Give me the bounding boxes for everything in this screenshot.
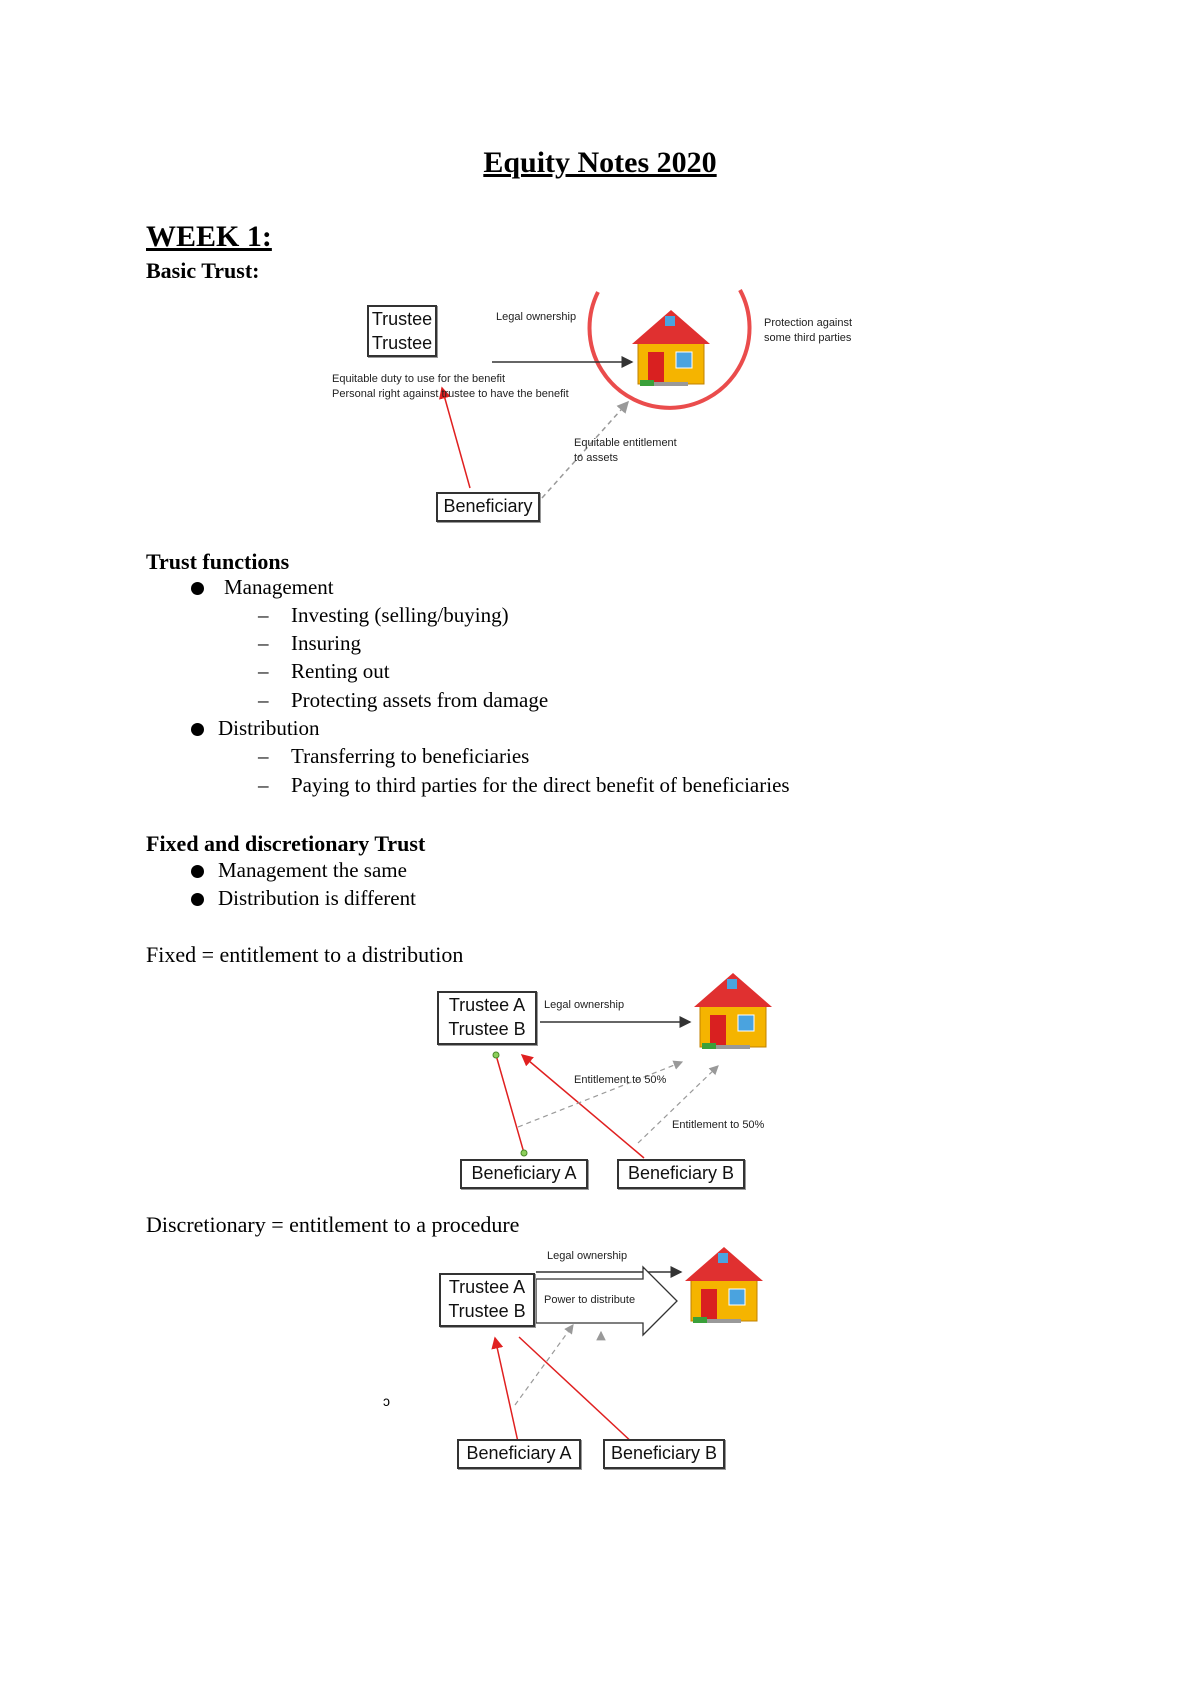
list-item-text: Paying to third parties for the direct b… — [291, 773, 790, 797]
discretionary-caption: Discretionary = entitlement to a procedu… — [146, 1212, 520, 1237]
protection-line-1: Protection against — [764, 317, 853, 329]
duty-line-2: Personal right against trustee to have t… — [332, 388, 569, 400]
entitlement-line-1: Equitable entitlement — [574, 437, 677, 449]
protection-line-2: some third parties — [764, 332, 852, 344]
bullet-dot — [191, 865, 204, 878]
equitable-duty-label: Equitable duty to use for the benefit Pe… — [332, 372, 569, 402]
house-icon — [694, 973, 772, 1049]
discretionary-trust-diagram: Trustee A Trustee B Legal ownership Powe… — [383, 1245, 795, 1480]
bullet-dot — [191, 582, 204, 595]
list-item: –Investing (selling/buying) — [258, 603, 509, 627]
bullet-dot — [191, 723, 204, 736]
list-item-text: Protecting assets from damage — [291, 688, 549, 712]
list-item-text: Investing (selling/buying) — [291, 603, 509, 627]
fixed-trust-arrows — [492, 973, 772, 1159]
beneficiary-b-box: Beneficiary B — [603, 1439, 725, 1469]
bullet-dot — [191, 893, 204, 906]
distribution-bullet: Distribution — [191, 716, 320, 741]
house-icon — [685, 1247, 763, 1323]
list-item-text: Insuring — [291, 631, 361, 655]
power-to-distribute-label: Power to distribute — [544, 1294, 636, 1306]
list-item-text: Renting out — [291, 659, 390, 683]
trustee-label-2: Trustee — [371, 333, 433, 353]
beneficiary-box: Beneficiary — [436, 492, 540, 522]
trustee-ab-box: Trustee A Trustee B — [439, 1273, 535, 1327]
legal-ownership-label: Legal ownership — [496, 311, 577, 323]
week-heading: WEEK 1: — [146, 220, 272, 253]
distribution-label: Distribution — [218, 716, 320, 740]
duty-line-1: Equitable duty to use for the benefit — [332, 373, 506, 385]
entitlement-a-label: Entitlement to 50% — [574, 1074, 667, 1086]
list-item: Distribution is different — [191, 886, 416, 911]
list-item-text: Management the same — [218, 858, 407, 882]
stray-mark: ɔ — [383, 1393, 390, 1409]
trustee-a-label: Trustee A — [448, 1277, 526, 1297]
entitlement-b-label: Entitlement to 50% — [672, 1119, 765, 1131]
trustee-label-1: Trustee — [371, 309, 433, 329]
list-item-text: Transferring to beneficiaries — [291, 744, 530, 768]
list-item: –Insuring — [258, 631, 361, 655]
list-item: –Transferring to beneficiaries — [258, 744, 530, 768]
beneficiary-a-box: Beneficiary A — [460, 1159, 588, 1189]
entitlement-line-2: to assets — [574, 452, 619, 464]
page-title: Equity Notes 2020 — [483, 146, 717, 179]
basic-trust-diagram: Trustee Trustee Legal ownership Protecti… — [320, 280, 920, 525]
trustee-box: Trustee Trustee — [367, 305, 437, 357]
trustee-ab-box: Trustee A Trustee B — [437, 991, 537, 1045]
trust-functions-heading: Trust functions — [146, 549, 290, 574]
protection-label: Protection against some third parties — [764, 316, 852, 346]
fixed-trust-diagram: Trustee A Trustee B Legal ownership Enti… — [420, 965, 800, 1200]
fixed-caption: Fixed = entitlement to a distribution — [146, 942, 464, 967]
discretionary-trust-arrows — [491, 1247, 763, 1446]
trustee-a-label: Trustee A — [448, 995, 526, 1015]
list-item: Management the same — [191, 858, 407, 883]
basic-trust-arrows — [439, 289, 752, 499]
beneficiary-a-box: Beneficiary A — [457, 1439, 581, 1469]
legal-ownership-label: Legal ownership — [547, 1250, 628, 1262]
trustee-b-label: Trustee B — [448, 1019, 526, 1039]
management-bullet: Management — [191, 575, 334, 600]
trustee-b-label: Trustee B — [448, 1301, 526, 1321]
fixed-discretionary-heading: Fixed and discretionary Trust — [146, 831, 426, 856]
legal-ownership-label: Legal ownership — [544, 999, 625, 1011]
list-item-text: Distribution is different — [218, 886, 416, 910]
management-label: Management — [224, 575, 334, 599]
beneficiary-b-box: Beneficiary B — [617, 1159, 745, 1189]
list-item: –Paying to third parties for the direct … — [258, 773, 790, 797]
house-icon — [632, 310, 710, 386]
basic-trust-heading: Basic Trust: — [146, 258, 260, 283]
list-item: –Protecting assets from damage — [258, 688, 549, 712]
list-item: –Renting out — [258, 659, 390, 683]
equitable-entitlement-label: Equitable entitlement to assets — [574, 436, 677, 466]
